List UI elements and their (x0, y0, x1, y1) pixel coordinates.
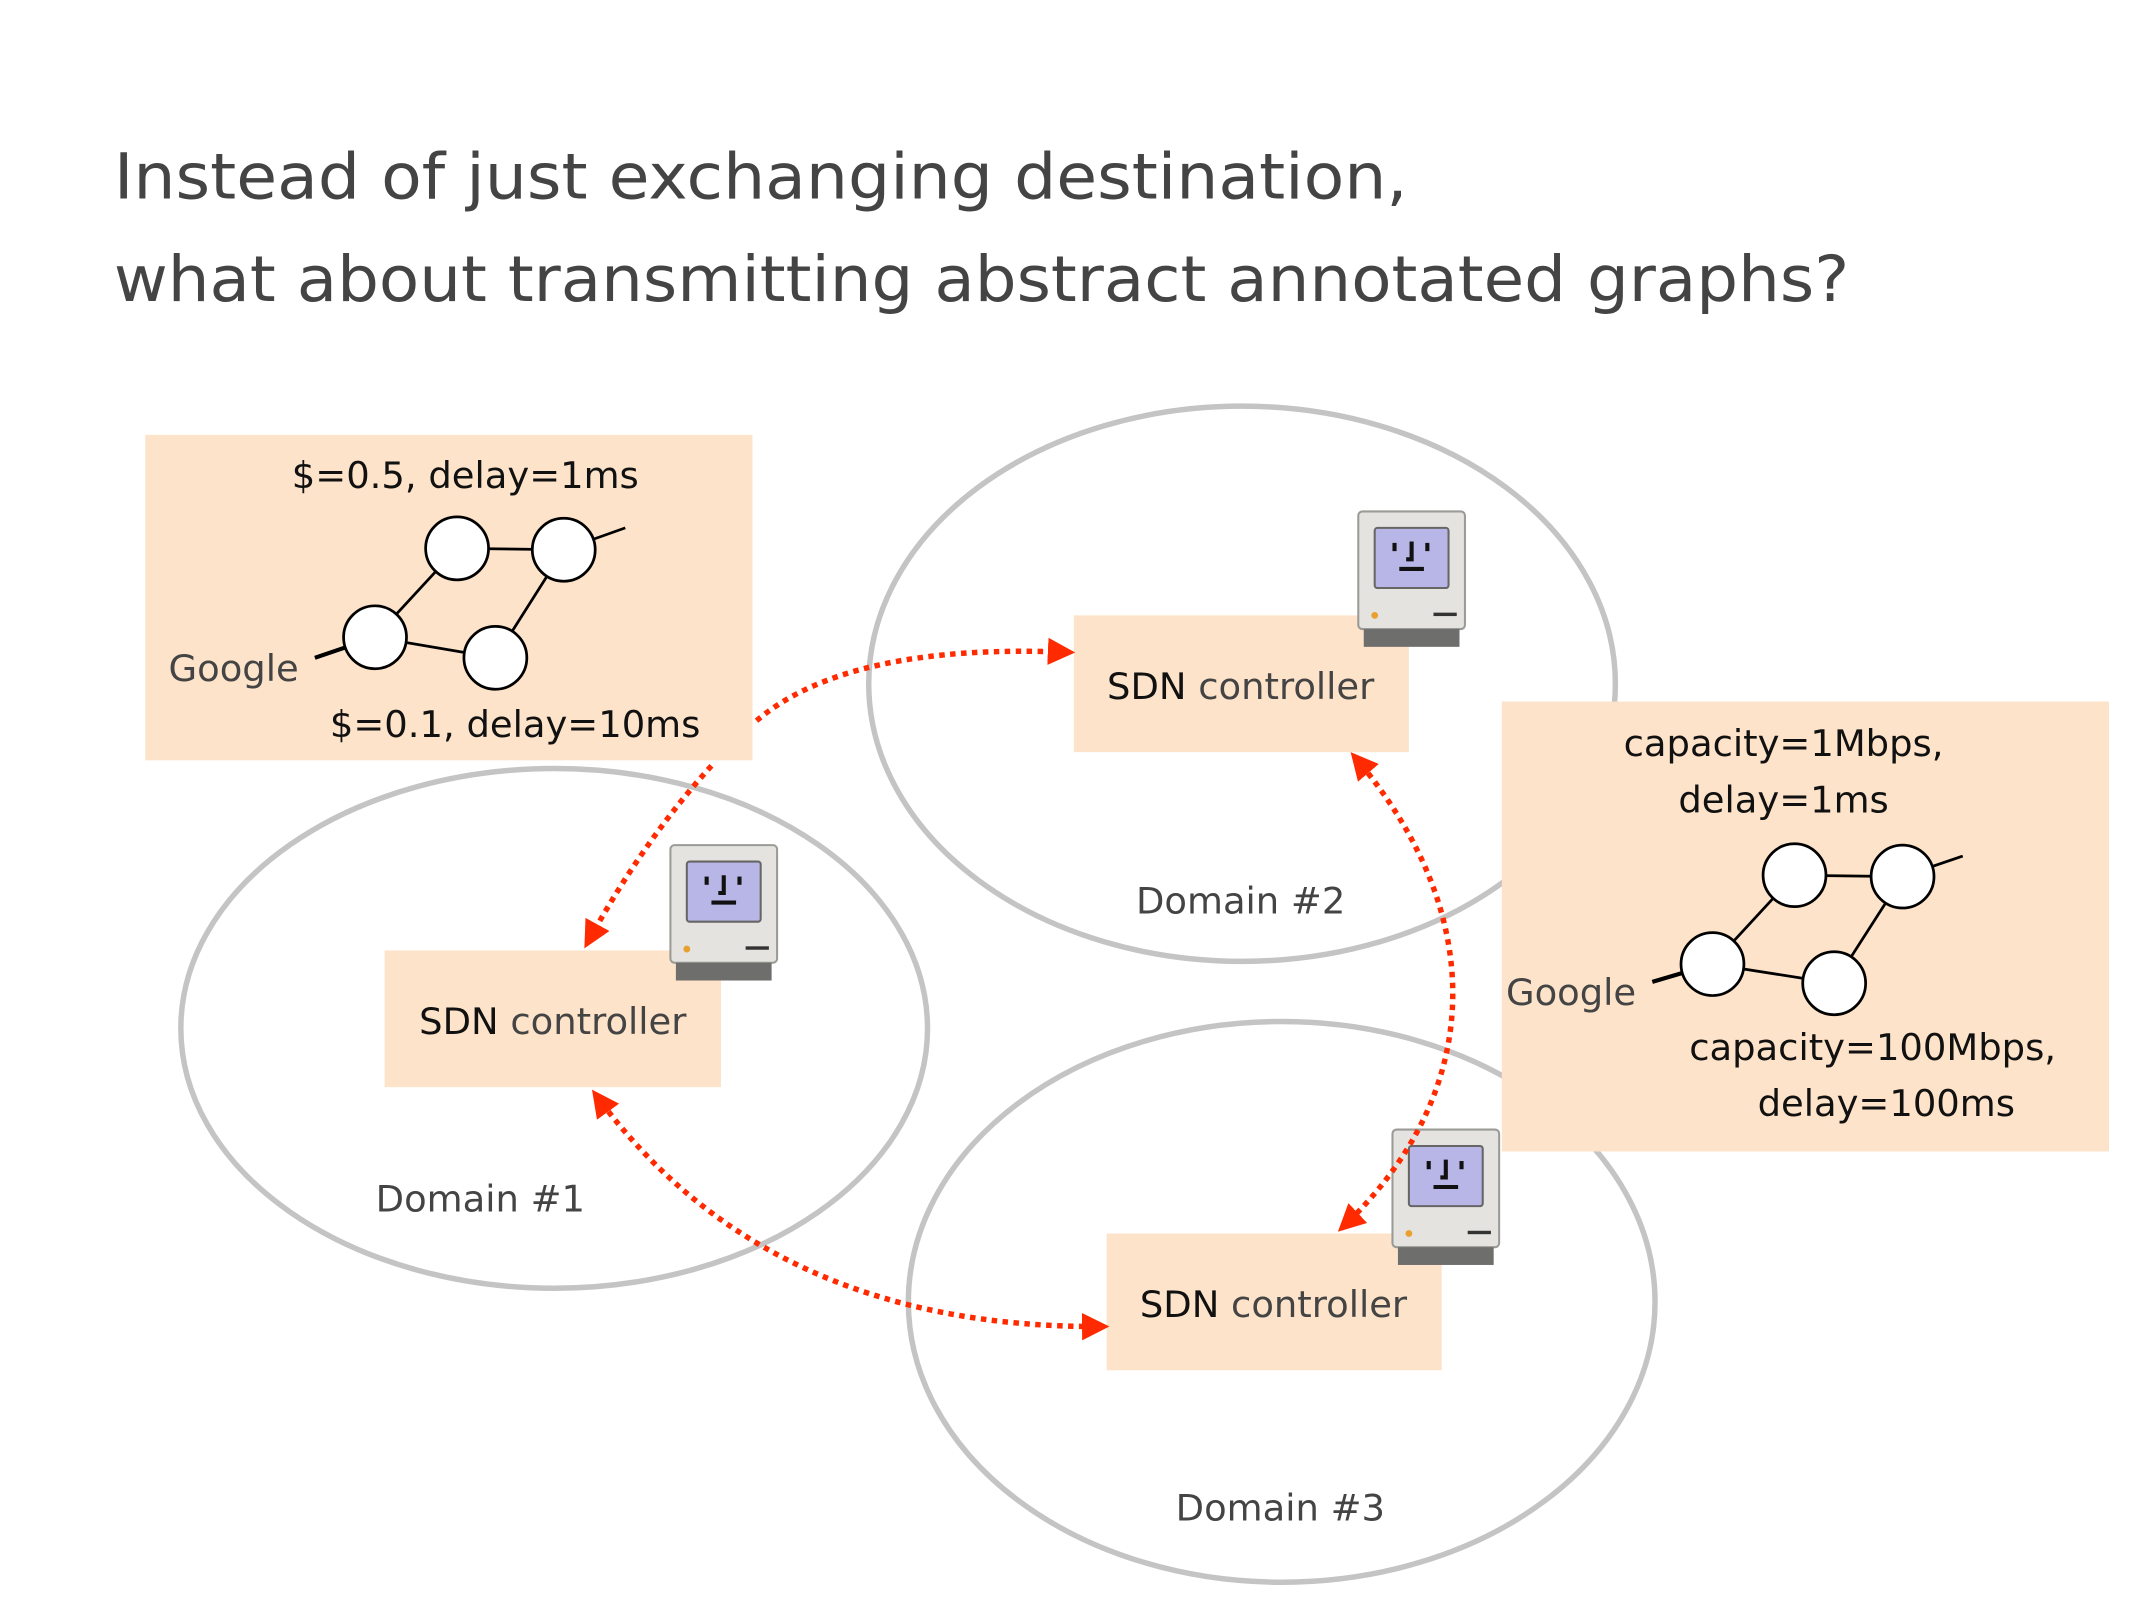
arrow-controller-2-to-controller-3 (1337, 752, 1456, 1232)
mac-computer-icon (670, 845, 777, 980)
mac-computer-icon (1392, 1130, 1499, 1265)
controller-suffix: controller (1219, 1283, 1408, 1326)
domain-3-label: Domain #3 (1176, 1487, 1385, 1530)
controller-domain-3: SDN controller (1106, 1233, 1442, 1371)
controller-prefix: SDN (1140, 1283, 1219, 1326)
svg-text:SDN controller: SDN controller (1140, 1283, 1408, 1326)
graph-node (1679, 931, 1746, 997)
svg-text:SDN controller: SDN controller (419, 1000, 687, 1043)
controller-prefix: SDN (419, 1000, 498, 1043)
graph-bottom-label: $=0.1, delay=10ms (330, 703, 700, 746)
domain-1-boundary (178, 765, 931, 1291)
mac-computer-icon (1358, 511, 1465, 646)
graph-bottom-label-1: capacity=100Mbps, (1689, 1026, 2056, 1069)
graph-bottom-label-2: delay=100ms (1758, 1082, 2015, 1125)
title-line-2: what about transmitting abstract annotat… (114, 243, 1849, 316)
graph-top-label-2: delay=1ms (1678, 778, 1888, 821)
graph-node (424, 515, 490, 582)
controller-prefix: SDN (1107, 665, 1186, 708)
svg-text:SDN controller: SDN controller (1107, 665, 1375, 708)
graph-node (342, 604, 408, 671)
arrow-controller-1-to-controller-3 (591, 1089, 1110, 1341)
graph-node (530, 516, 597, 583)
right-annotated-graph: capacity=1Mbps, delay=1ms Google capacit… (1501, 701, 2110, 1152)
controller-suffix: controller (1187, 665, 1376, 708)
arrow-left-graph-to-controller-2 (754, 637, 1076, 723)
graph-node (462, 624, 529, 691)
graph-node (1801, 950, 1867, 1017)
domain-2-label: Domain #2 (1136, 880, 1345, 923)
domain-2-boundary (865, 403, 1619, 965)
graph-node (1761, 842, 1828, 909)
controller-domain-1: SDN controller (384, 950, 722, 1088)
title-line-1: Instead of just exchanging destination, (114, 140, 1408, 213)
graph-source-label: Google (1506, 971, 1636, 1014)
graph-source-label: Google (169, 647, 299, 690)
left-annotated-graph: $=0.5, delay=1ms Google $=0.1, delay=10m… (145, 434, 753, 761)
graph-node (1869, 843, 1936, 910)
graph-top-label-1: capacity=1Mbps, (1624, 722, 1944, 765)
domain-1-label: Domain #1 (376, 1178, 585, 1221)
controller-suffix: controller (499, 1000, 688, 1043)
arrow-left-graph-to-controller-1 (584, 763, 714, 949)
graph-top-label: $=0.5, delay=1ms (292, 454, 639, 497)
controller-domain-2: SDN controller (1073, 615, 1409, 753)
